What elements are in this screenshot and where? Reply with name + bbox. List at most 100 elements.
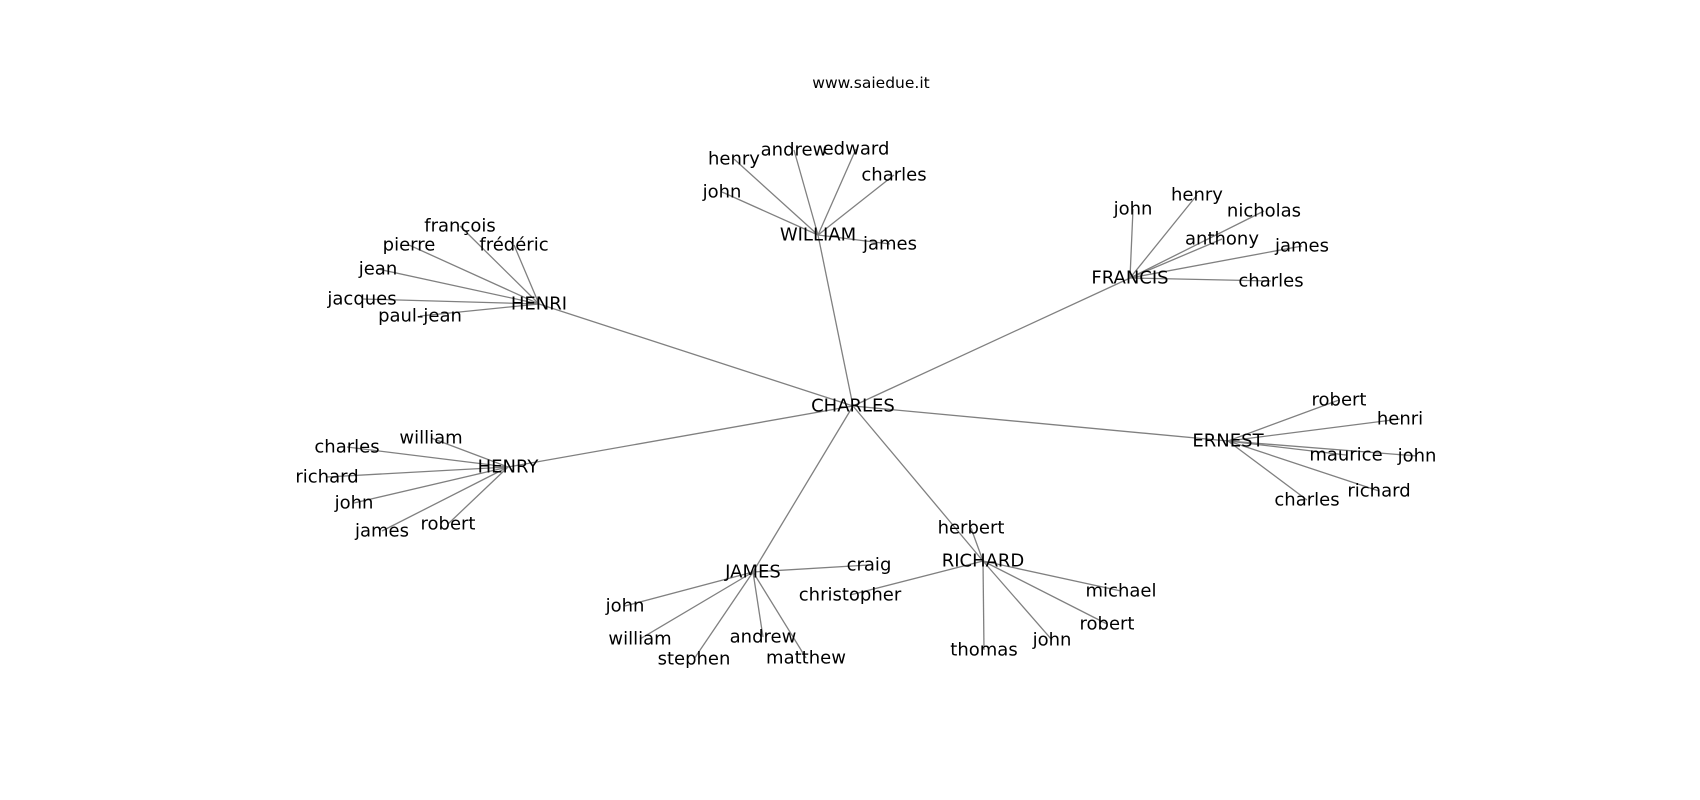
leaf-node-ernest-maurice: maurice xyxy=(1309,445,1382,466)
edge-francis-henry xyxy=(1129,194,1198,279)
leaf-node-henry-robert: robert xyxy=(421,514,476,535)
edge-henri-francois xyxy=(459,225,540,305)
leaf-node-ernest-richard: richard xyxy=(1347,481,1410,502)
leaf-node-james-john: john xyxy=(605,596,645,617)
leaf-node-francis-charles: charles xyxy=(1238,271,1303,292)
leaf-node-ernest-robert: robert xyxy=(1312,390,1367,411)
edge-ernest-robert xyxy=(1227,399,1340,442)
hub-node-richard: RICHARD xyxy=(942,551,1025,572)
edge-henry-richard xyxy=(326,466,509,478)
edge-james-craig xyxy=(752,564,870,573)
leaf-node-francis-nicholas: nicholas xyxy=(1227,201,1301,222)
leaf-node-william-edward: edward xyxy=(823,139,890,160)
edge-henry-robert xyxy=(447,466,509,525)
edge-richard-thomas xyxy=(982,560,985,651)
edge-francis-anthony xyxy=(1129,238,1223,279)
leaf-node-francis-anthony: anthony xyxy=(1185,229,1259,250)
edge-james-john xyxy=(624,571,754,607)
edge-root-henry xyxy=(507,405,854,468)
leaf-node-francis-john: john xyxy=(1113,199,1153,220)
edge-richard-robert xyxy=(982,560,1108,625)
edge-layer xyxy=(326,148,1418,660)
root-node-charles: CHARLES xyxy=(811,396,895,417)
leaf-node-henri-jean: jean xyxy=(358,259,398,280)
edge-root-henri xyxy=(538,303,854,407)
edge-henry-john xyxy=(353,466,509,504)
leaf-node-henri-paul-jean: paul-jean xyxy=(378,306,462,327)
edge-william-james xyxy=(817,234,891,245)
edge-root-william xyxy=(817,234,854,407)
edge-ernest-charles xyxy=(1227,440,1308,501)
leaf-node-richard-john: john xyxy=(1032,630,1072,651)
leaf-node-richard-christopher: christopher xyxy=(799,585,902,606)
edge-root-james xyxy=(752,405,854,573)
leaf-node-ernest-charles: charles xyxy=(1274,490,1339,511)
leaf-node-henry-john: john xyxy=(334,493,374,514)
leaf-node-ernest-henri: henri xyxy=(1377,409,1423,430)
leaf-node-henry-james: james xyxy=(354,521,409,542)
leaf-node-henry-william: william xyxy=(399,428,462,449)
leaf-node-henry-richard: richard xyxy=(295,467,358,488)
edge-francis-charles xyxy=(1129,277,1272,282)
leaf-node-james-andrew: andrew xyxy=(730,627,797,648)
edge-henry-charles xyxy=(346,446,509,468)
leaf-node-henri-pierre: pierre xyxy=(383,235,436,256)
edge-henri-pierre xyxy=(408,244,540,305)
edge-francis-nicholas xyxy=(1129,210,1265,279)
leaf-node-william-andrew: andrew xyxy=(761,140,828,161)
edge-james-stephen xyxy=(693,571,754,660)
edge-henri-frederic xyxy=(513,244,540,305)
leaf-node-richard-michael: michael xyxy=(1086,581,1157,602)
hub-node-henri: HENRI xyxy=(511,294,567,315)
hub-node-henry: HENRY xyxy=(478,457,540,478)
edge-ernest-richard xyxy=(1227,440,1380,492)
edge-william-edward xyxy=(817,148,857,236)
edge-henri-jean xyxy=(377,268,540,305)
hub-node-francis: FRANCIS xyxy=(1091,268,1168,289)
edge-ernest-maurice xyxy=(1227,440,1347,456)
hub-node-william: WILLIAM xyxy=(780,225,856,246)
edge-henry-james xyxy=(381,466,509,532)
leaf-node-james-william: william xyxy=(608,629,671,650)
leaf-node-francis-james: james xyxy=(1274,236,1329,257)
edge-henri-paul-jean xyxy=(419,303,540,317)
leaf-node-francis-henry: henry xyxy=(1171,185,1223,206)
leaf-node-ernest-john: john xyxy=(1397,446,1437,467)
edge-ernest-john xyxy=(1227,440,1418,457)
edge-james-william xyxy=(639,571,754,640)
edge-root-richard xyxy=(852,405,984,562)
edge-richard-michael xyxy=(982,560,1122,592)
leaf-node-james-stephen: stephen xyxy=(658,649,731,670)
leaf-node-james-craig: craig xyxy=(847,555,892,576)
leaf-node-henri-frederic: frédéric xyxy=(479,235,548,256)
diagram-title: www.saiedue.it xyxy=(812,74,929,92)
leaf-node-henri-francois: françois xyxy=(424,216,495,237)
edge-root-ernest xyxy=(852,405,1229,442)
edge-richard-herbert xyxy=(970,527,984,562)
edge-francis-john xyxy=(1129,208,1134,279)
leaf-node-richard-thomas: thomas xyxy=(950,640,1017,661)
edge-james-andrew xyxy=(752,571,764,638)
hub-node-james: JAMES xyxy=(724,562,781,583)
edge-richard-john xyxy=(982,560,1053,641)
leaf-node-james-matthew: matthew xyxy=(766,648,846,669)
edge-henri-jacques xyxy=(361,298,540,305)
edge-richard-christopher xyxy=(849,560,984,596)
leaf-node-richard-robert: robert xyxy=(1080,614,1135,635)
edge-william-henry xyxy=(733,158,819,236)
leaf-node-william-charles: charles xyxy=(861,165,926,186)
edge-william-john xyxy=(721,191,819,236)
leaf-node-william-henry: henry xyxy=(708,149,760,170)
leaf-node-william-james: james xyxy=(862,234,917,255)
leaf-node-william-john: john xyxy=(702,182,742,203)
leaf-node-richard-herbert: herbert xyxy=(938,518,1005,539)
edge-henry-william xyxy=(430,437,509,468)
edge-francis-james xyxy=(1129,245,1303,279)
leaf-node-henry-charles: charles xyxy=(314,437,379,458)
hub-node-ernest: ERNEST xyxy=(1192,431,1264,452)
leaf-node-henri-jacques: jacques xyxy=(326,289,396,310)
edge-james-matthew xyxy=(752,571,807,659)
edge-root-francis xyxy=(852,277,1131,407)
